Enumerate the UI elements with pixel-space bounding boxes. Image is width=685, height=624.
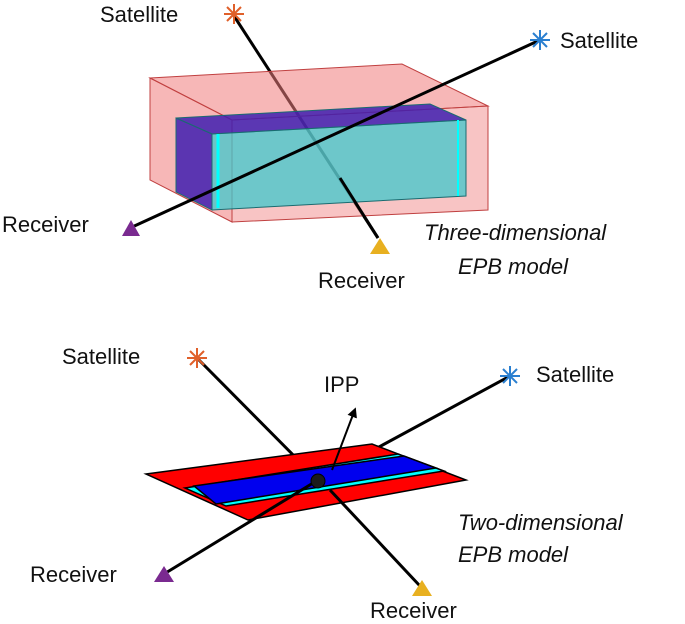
ray-orange-lower-segment [338,177,380,239]
receiver-triangle-icon [154,566,174,582]
receiver-label: Receiver [2,212,89,237]
satellite-label: Satellite [560,28,638,53]
model-caption-line1: Three-dimensional [424,220,607,245]
ipp-label: IPP [324,372,359,397]
inner-box [175,103,467,211]
receiver-triangle-icon [122,220,140,236]
receiver-label: Receiver [318,268,405,293]
two-dimensional-model: Satellite Satellite IPP Receiver Receive… [30,344,624,623]
three-dimensional-model: Satellite Satellite Receiver Receiver Th… [2,2,638,293]
ray-lower-to-yellow-receiver [328,488,422,588]
arrow-icon [331,407,357,471]
model-caption-line1: Two-dimensional [458,510,624,535]
model-caption-line2: EPB model [458,254,569,279]
satellite-label: Satellite [100,2,178,27]
epb-plane [143,443,469,521]
satellite-star-icon [224,4,244,24]
receiver-triangle-icon [370,238,390,254]
satellite-label: Satellite [62,344,140,369]
receiver-label: Receiver [30,562,117,587]
model-caption-line2: EPB model [458,542,569,567]
satellite-star-icon [187,348,207,368]
receiver-triangle-icon [412,580,432,596]
satellite-label: Satellite [536,362,614,387]
ray-blue-satellite-to-receiver [129,38,541,230]
ipp-point-icon [310,473,326,489]
ray-lower-to-purple-receiver [163,478,319,576]
receiver-label: Receiver [370,598,457,623]
satellite-star-icon [530,30,550,50]
satellite-star-icon [500,366,520,386]
